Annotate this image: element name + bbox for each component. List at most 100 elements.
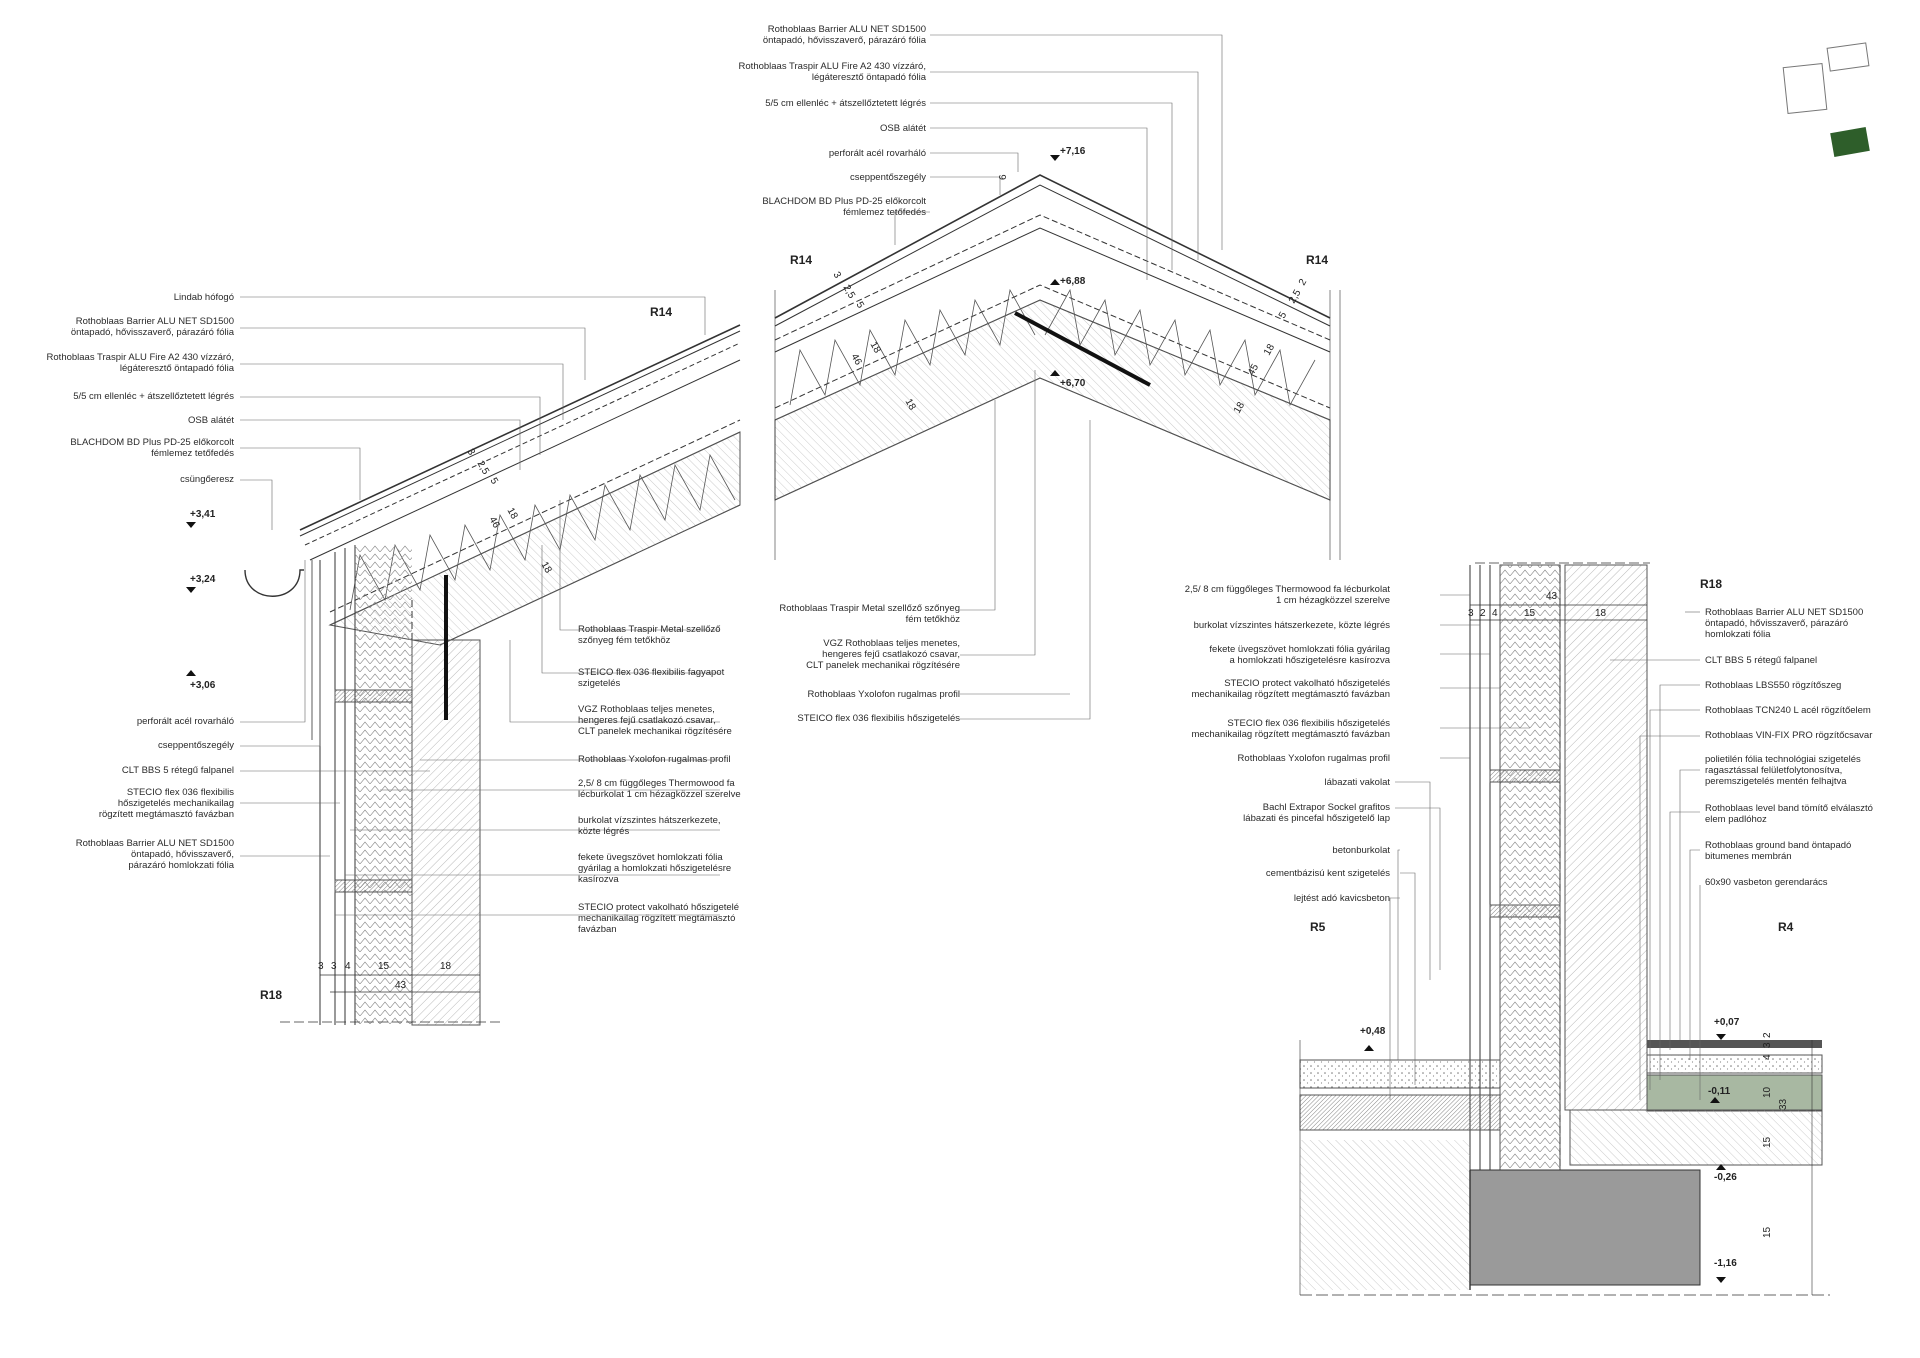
level-arrow xyxy=(186,522,196,528)
label-steico-flex: STECIO flex 036 flexibilis hőszigetelés … xyxy=(98,787,234,820)
dim-label: 18 xyxy=(440,961,452,972)
label-vgz-screw: VGZ Rothoblaas teljes menetes, hengeres … xyxy=(578,704,732,737)
ridge-detail xyxy=(774,34,1341,720)
logo-square-outline xyxy=(1782,63,1828,114)
grid-label-r14: R14 xyxy=(650,305,673,319)
label-counter-batten: 5/5 cm ellenléc + átszellőztetett légrés xyxy=(73,391,234,402)
dim-label: 43 xyxy=(395,980,407,991)
dim-label: 4 xyxy=(1492,608,1498,619)
dim-label: 6 xyxy=(998,174,1009,180)
label-base-gravel-concrete: lejtést adó kavicsbeton xyxy=(1293,893,1390,904)
label-ridge-drip-edge: cseppentőszegély xyxy=(849,172,926,183)
label-base-beam-grid: 60x90 vasbeton gerendarács xyxy=(1705,877,1828,888)
label-base-level-band: Rothoblaas level band tömítő elválasztó … xyxy=(1705,803,1873,825)
label-traspir-fire: Rothoblaas Traspir ALU Fire A2 430 vízzá… xyxy=(46,352,234,374)
grid-label-r18: R18 xyxy=(260,988,283,1002)
label-base-steico-protect: STECIO protect vakolható hőszigetelés me… xyxy=(1191,678,1390,700)
label-base-barrier: Rothoblaas Barrier ALU NET SD1500 öntapa… xyxy=(1705,607,1864,640)
level-base-floor: +0,07 xyxy=(1714,1017,1740,1028)
dim-label: 3 xyxy=(1468,608,1474,619)
label-base-polyethylene: polietilén fólia technológiai szigetelés… xyxy=(1705,754,1861,787)
label-barrier-foil: Rothoblaas Barrier ALU NET SD1500 öntapa… xyxy=(70,316,234,338)
logo-square-green xyxy=(1830,127,1870,157)
eaves-leaders xyxy=(240,296,720,916)
gutter-shape xyxy=(244,569,304,597)
level-arrow xyxy=(186,587,196,593)
level-ridge-top: +7,16 xyxy=(1060,146,1086,157)
dim-label: 3 xyxy=(1762,1042,1773,1048)
label-base-lbs550: Rothoblaas LBS550 rögzítőszeg xyxy=(1705,680,1842,691)
label-base-ground-band: Rothoblaas ground band öntapadó bitumene… xyxy=(1705,840,1852,862)
grid-label-r5: R5 xyxy=(1310,920,1326,934)
label-gutter: csüngőeresz xyxy=(180,474,234,485)
label-clt-panel: CLT BBS 5 rétegű falpanel xyxy=(121,765,234,776)
label-base-glass-fabric: fekete üvegszövet homlokzati fólia gyári… xyxy=(1209,644,1390,666)
label-ridge-blachdom: BLACHDOM BD Plus PD-25 előkorcolt fémlem… xyxy=(762,196,926,218)
label-traspir-metal: Rothoblaas Traspir Metal szellőző szőnye… xyxy=(578,624,721,646)
grid-label-r18: R18 xyxy=(1700,577,1723,591)
eaves-detail xyxy=(186,296,741,1026)
eaves-wall xyxy=(319,545,481,1026)
label-base-substructure: burkolat vízszintes hátszerkezete, közte… xyxy=(1193,620,1390,631)
label-ridge-osb: OSB alátét xyxy=(880,123,926,134)
label-barrier-facade: Rothoblaas Barrier ALU NET SD1500 öntapa… xyxy=(75,838,234,871)
grid-label-r14-right: R14 xyxy=(1306,253,1329,267)
label-base-thermowood: 2,5/ 8 cm függőleges Thermowood fa lécbu… xyxy=(1184,584,1390,606)
dim-label: 4 xyxy=(1762,1054,1773,1060)
label-base-vinfix: Rothoblaas VIN-FIX PRO rögzítőcsavar xyxy=(1705,730,1873,741)
dim-label: 4 xyxy=(345,961,351,972)
logo-mark xyxy=(1780,40,1890,160)
label-steico-wood: STEICO flex 036 flexibilis fagyapot szig… xyxy=(578,667,725,689)
dim-label: 18 xyxy=(1595,608,1607,619)
base-leaders xyxy=(1389,594,1701,1100)
label-ridge-yxolofon: Rothoblaas Yxolofon rugalmas profil xyxy=(807,689,960,700)
label-ridge-traspir-fire: Rothoblaas Traspir ALU Fire A2 430 vízzá… xyxy=(738,61,926,83)
base-detail xyxy=(1299,562,1830,1296)
label-base-concrete-paving: betonburkolat xyxy=(1332,845,1390,856)
label-ridge-barrier: Rothoblaas Barrier ALU NET SD1500 öntapa… xyxy=(762,24,926,46)
label-glass-fabric: fekete üvegszövet homlokzati fólia gyári… xyxy=(578,852,732,885)
dim-label: 15 xyxy=(1762,1226,1773,1238)
label-blachdom: BLACHDOM BD Plus PD-25 előkorcolt fémlem… xyxy=(70,437,234,459)
level-eaves-top: +3,41 xyxy=(190,509,216,520)
ridge-leaders xyxy=(894,34,1223,720)
label-base-clt: CLT BBS 5 rétegű falpanel xyxy=(1705,655,1818,666)
level-ridge-low: +6,70 xyxy=(1060,378,1086,389)
dim-label: 10 xyxy=(1762,1086,1773,1098)
label-base-bachl: Bachl Extrapor Sockel grafitos lábazati … xyxy=(1243,802,1390,824)
level-base-slab: -0,11 xyxy=(1708,1086,1731,1097)
label-base-yxolofon: Rothoblaas Yxolofon rugalmas profil xyxy=(1237,753,1390,764)
label-yxolofon: Rothoblaas Yxolofon rugalmas profil xyxy=(578,754,731,765)
dim-label: 2 xyxy=(1480,608,1486,619)
label-thermowood: 2,5/ 8 cm függőleges Thermowood fa lécbu… xyxy=(578,778,741,800)
label-insect-mesh: perforált acél rovarháló xyxy=(136,716,234,727)
label-base-waterproofing: cementbázisú kent szigetelés xyxy=(1265,868,1390,879)
dim-label: 15 xyxy=(1762,1136,1773,1148)
label-base-steico-flex: STECIO flex 036 flexibilis hőszigetelés … xyxy=(1191,718,1390,740)
dim-label: 15 xyxy=(378,961,390,972)
dim-label: 2 xyxy=(1762,1032,1773,1038)
label-base-tcn240: Rothoblaas TCN240 L acél rögzítőelem xyxy=(1705,705,1871,716)
label-drip-edge: cseppentőszegély xyxy=(157,740,234,751)
label-osb: OSB alátét xyxy=(188,415,234,426)
label-ridge-vgz: VGZ Rothoblaas teljes menetes, hengeres … xyxy=(806,638,960,671)
dim-label: 15 xyxy=(1524,608,1536,619)
dim-label: 3 xyxy=(331,961,337,972)
level-base-footing-bottom: -1,16 xyxy=(1714,1258,1737,1269)
label-lindab: Lindab hófogó xyxy=(173,292,234,303)
label-substructure: burkolat vízszintes hátszerkezete, közte… xyxy=(578,815,721,837)
label-base-plaster: lábazati vakolat xyxy=(1324,777,1390,788)
label-ridge-traspir-metal: Rothoblaas Traspir Metal szellőző szőnye… xyxy=(779,603,960,625)
label-ridge-counter-batten: 5/5 cm ellenléc + átszellőztetett légrés xyxy=(765,98,926,109)
level-eaves-mid: +3,24 xyxy=(190,574,216,585)
label-ridge-insect-mesh: perforált acél rovarháló xyxy=(828,148,926,159)
dim-label: 43 xyxy=(1546,591,1558,602)
label-steico-protect: STECIO protect vakolható hőszigetelé mec… xyxy=(578,902,740,935)
dim-label: 3 xyxy=(318,961,324,972)
level-base-ground: +0,48 xyxy=(1360,1026,1386,1037)
logo-square-outline xyxy=(1826,42,1870,72)
label-ridge-steico: STEICO flex 036 flexibilis hőszigetelés xyxy=(797,713,960,724)
dim-label: 33 xyxy=(1778,1098,1789,1110)
